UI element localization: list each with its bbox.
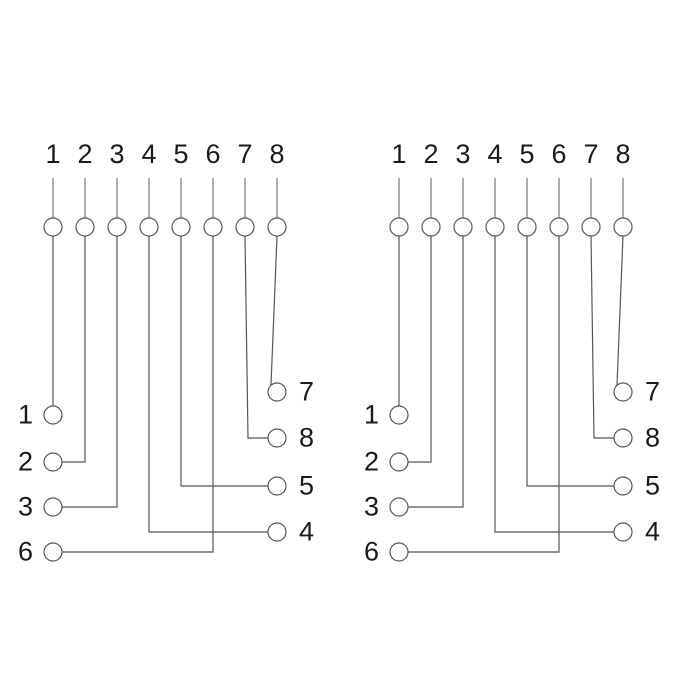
right-pin-label-8: 8 — [645, 422, 661, 453]
right-pin-label-4: 4 — [645, 516, 661, 547]
top-pin-label-1: 1 — [391, 139, 407, 169]
top-pin-4[interactable] — [485, 217, 505, 237]
top-pin-label-4: 4 — [487, 139, 503, 169]
right-pin-label-4: 4 — [299, 516, 315, 547]
right-pin-label-5: 5 — [645, 470, 661, 501]
left-pin-label-3: 3 — [17, 491, 33, 522]
top-pin-label-8: 8 — [615, 139, 631, 169]
right-pin-label-8: 8 — [299, 422, 315, 453]
right-pin-5[interactable] — [267, 476, 287, 496]
top-pin-1[interactable] — [43, 217, 63, 237]
left-pin-3[interactable] — [43, 497, 63, 517]
top-pin-3[interactable] — [453, 217, 473, 237]
top-pin-label-5: 5 — [519, 139, 535, 169]
right-pin-5[interactable] — [613, 476, 633, 496]
right-pin-8[interactable] — [267, 428, 287, 448]
top-pin-label-6: 6 — [205, 139, 221, 169]
wire-top-8-to-right-7 — [615, 235, 624, 389]
top-pin-label-6: 6 — [551, 139, 567, 169]
top-pin-label-2: 2 — [77, 139, 93, 169]
top-pin-2[interactable] — [421, 217, 441, 237]
left-pin-2[interactable] — [389, 452, 409, 472]
top-pin-label-8: 8 — [269, 139, 285, 169]
left-pin-label-6: 6 — [17, 536, 33, 567]
top-pin-6[interactable] — [203, 217, 223, 237]
right-pin-7[interactable] — [267, 382, 287, 402]
top-pin-label-4: 4 — [141, 139, 157, 169]
wire-top-3-to-left-3 — [62, 236, 118, 508]
left-pin-3[interactable] — [389, 497, 409, 517]
right-pin-4[interactable] — [267, 522, 287, 542]
left-pin-6[interactable] — [43, 542, 63, 562]
right-pin-label-5: 5 — [299, 470, 315, 501]
wire-top-8-to-right-7 — [269, 235, 278, 389]
top-pin-label-7: 7 — [583, 139, 599, 169]
wire-top-7-to-right-8 — [590, 235, 614, 439]
top-pin-label-5: 5 — [173, 139, 189, 169]
left-pin-label-1: 1 — [17, 399, 33, 430]
top-pin-5[interactable] — [171, 217, 191, 237]
left-pin-label-6: 6 — [363, 536, 379, 567]
left-pin-label-2: 2 — [17, 446, 33, 477]
top-pin-1[interactable] — [389, 217, 409, 237]
left-pin-label-1: 1 — [363, 399, 379, 430]
wire-top-7-to-right-8 — [244, 235, 268, 439]
top-pin-7[interactable] — [235, 217, 255, 237]
right-pin-label-7: 7 — [299, 376, 315, 407]
wire-top-5-to-right-5 — [526, 236, 614, 487]
wire-top-3-to-left-3 — [408, 236, 464, 508]
top-pin-label-7: 7 — [237, 139, 253, 169]
top-pin-5[interactable] — [517, 217, 537, 237]
left-pin-1[interactable] — [43, 405, 63, 425]
wire-group — [43, 178, 633, 562]
wire-top-5-to-right-5 — [180, 236, 268, 487]
right-pin-8[interactable] — [613, 428, 633, 448]
right-pin-label-7: 7 — [645, 376, 661, 407]
wire-top-6-to-left-6 — [62, 236, 214, 553]
top-pin-label-1: 1 — [45, 139, 61, 169]
panel-left-connector — [43, 178, 287, 562]
top-pin-4[interactable] — [139, 217, 159, 237]
top-pin-3[interactable] — [107, 217, 127, 237]
wire-top-2-to-left-2 — [62, 236, 86, 463]
right-pin-7[interactable] — [613, 382, 633, 402]
top-pin-label-3: 3 — [455, 139, 471, 169]
right-pin-4[interactable] — [613, 522, 633, 542]
top-pin-label-3: 3 — [109, 139, 125, 169]
top-pin-7[interactable] — [581, 217, 601, 237]
top-pin-8[interactable] — [613, 217, 633, 237]
top-pin-2[interactable] — [75, 217, 95, 237]
left-pin-2[interactable] — [43, 452, 63, 472]
top-pin-label-2: 2 — [423, 139, 439, 169]
wire-top-4-to-right-4 — [494, 236, 614, 533]
wire-top-2-to-left-2 — [408, 236, 432, 463]
wire-top-6-to-left-6 — [408, 236, 560, 553]
top-pin-6[interactable] — [549, 217, 569, 237]
left-pin-6[interactable] — [389, 542, 409, 562]
left-pin-label-3: 3 — [363, 491, 379, 522]
wire-top-4-to-right-4 — [148, 236, 268, 533]
left-pin-label-2: 2 — [363, 446, 379, 477]
top-pin-8[interactable] — [267, 217, 287, 237]
left-pin-1[interactable] — [389, 405, 409, 425]
panel-right-connector — [389, 178, 633, 562]
